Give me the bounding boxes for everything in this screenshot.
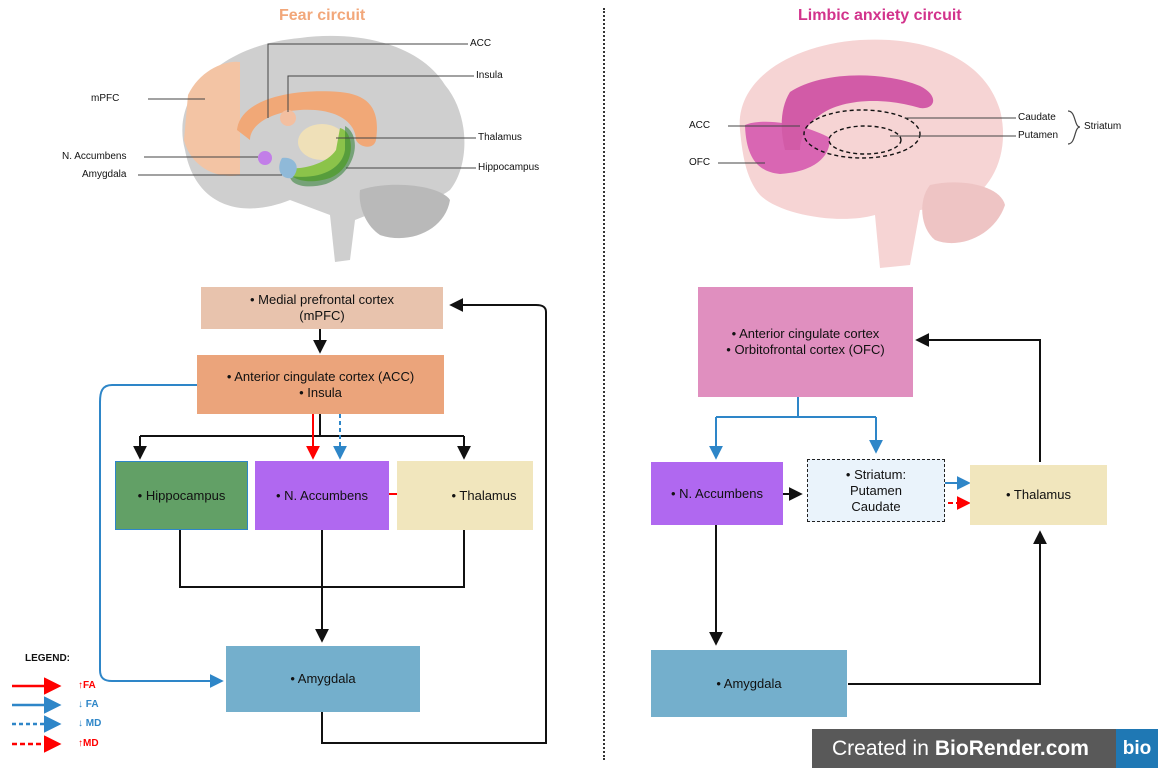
badge-prefix: Created in [832, 736, 929, 760]
box-striatum-line-2: Putamen [849, 482, 903, 498]
brain-label-striatum: Striatum [1084, 121, 1122, 132]
brain-label-acc: ACC [470, 38, 492, 49]
brain-label-thalamus: Thalamus [478, 132, 522, 143]
box-thalamus-fear: • Thalamus [397, 461, 533, 530]
box-accumbens-fear-label: • N. Accumbens [276, 487, 368, 503]
box-amygdala-limbic: • Amygdala [651, 650, 847, 717]
brain-label-accumbens: N. Accumbens [62, 151, 127, 162]
box-mpfc: • Medial prefrontal cortex (mPFC) [201, 287, 443, 329]
box-striatum-line-3: Caudate [851, 498, 901, 514]
box-thalamus-limbic: • Thalamus [970, 465, 1107, 525]
box-thalamus-fear-label: • Thalamus [451, 487, 517, 503]
box-mpfc-line-2: (mPFC) [299, 308, 345, 323]
brain-label-caudate: Caudate [1018, 112, 1056, 123]
box-acc-insula: • Anterior cingulate cortex (ACC) • Insu… [197, 355, 444, 414]
legend-title: LEGEND: [25, 653, 70, 664]
box-thalamus-limbic-label: • Thalamus [1005, 487, 1071, 502]
brain-label-ofc: OFC [689, 157, 711, 168]
box-amygdala-fear: • Amygdala [226, 646, 420, 712]
limbic-circuit-title: Limbic anxiety circuit [798, 7, 962, 24]
box-acc-line-1: • Anterior cingulate cortex (ACC) [226, 368, 415, 384]
brain-label-amygdala: Amygdala [82, 169, 127, 180]
box-acc-ofc-line-2: • Orbitofrontal cortex (OFC) [726, 342, 885, 357]
biorender-badge: Created in BioRender.com bio [812, 729, 1158, 768]
box-amygdala-limbic-label: • Amygdala [716, 675, 782, 691]
brain-label-acc-right: ACC [689, 120, 711, 131]
box-hippocampus-label: • Hippocampus [137, 487, 226, 503]
legend-decreased-md: ↓ MD [78, 718, 102, 729]
box-mpfc-line-1: • Medial prefrontal cortex [249, 292, 394, 307]
fear-brain-illustration [138, 35, 476, 262]
panel-divider [603, 8, 605, 760]
brain-label-putamen: Putamen [1018, 130, 1059, 141]
box-striatum-line-1: • Striatum: [845, 466, 907, 482]
box-accumbens-fear: • N. Accumbens [255, 461, 389, 530]
box-amygdala-fear-label: • Amygdala [290, 671, 356, 686]
badge-brand: BioRender.com [934, 736, 1089, 760]
legend-increased-fa: ↑FA [78, 680, 96, 691]
box-acc-ofc-line-1: • Anterior cingulate cortex [731, 326, 880, 341]
box-accumbens-limbic: • N. Accumbens [651, 462, 783, 525]
legend-increased-md: ↑MD [78, 738, 99, 749]
box-acc-ofc: • Anterior cingulate cortex • Orbitofron… [698, 287, 913, 397]
brain-label-insula: Insula [476, 70, 503, 81]
box-acc-line-2: • Insula [299, 384, 342, 400]
box-striatum: • Striatum: Putamen Caudate [807, 459, 945, 522]
limbic-connections [709, 333, 1047, 685]
limbic-brain-illustration [718, 39, 1081, 269]
legend-arrows [12, 677, 62, 753]
biorender-logo-icon: bio [1116, 729, 1158, 768]
box-hippocampus: • Hippocampus [115, 461, 248, 530]
brain-label-mpfc: mPFC [91, 93, 120, 104]
fear-circuit-title: Fear circuit [279, 7, 366, 24]
brain-label-hippocampus: Hippocampus [478, 162, 540, 173]
legend-decreased-fa: ↓ FA [78, 699, 99, 710]
box-accumbens-limbic-label: • N. Accumbens [671, 485, 763, 501]
